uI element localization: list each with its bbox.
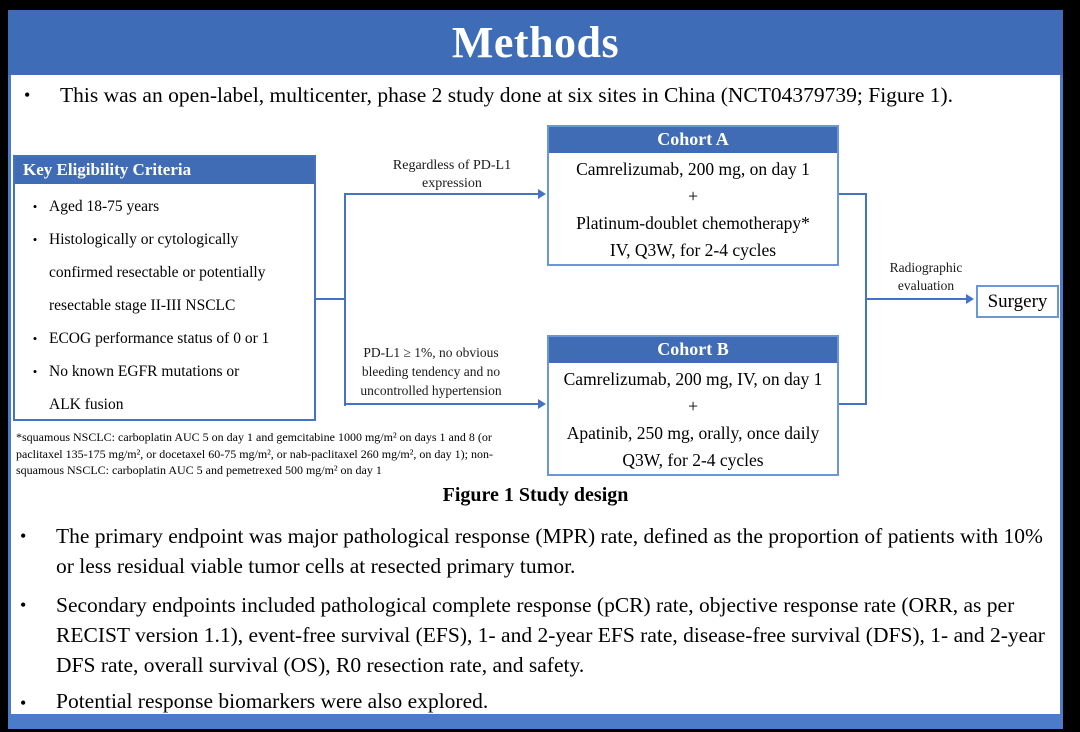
intro-bullet: • This was an open-label, multicenter, p… (24, 80, 1056, 110)
bullet-marker: • (20, 595, 27, 615)
cohort-b-line: Apatinib, 250 mg, orally, once daily (566, 423, 820, 443)
slide-title-bar: Methods (8, 10, 1063, 75)
connector-cohort-b-out (839, 403, 867, 405)
eligibility-item: • ECOG performance status of 0 or 1 (21, 322, 310, 355)
slide-bottom-bar (8, 714, 1063, 729)
cohort-b-line: Q3W, for 2-4 cycles (622, 450, 764, 470)
cohort-b-header: Cohort B (549, 337, 837, 363)
connector-cohort-a-out (839, 193, 867, 195)
eligibility-item: • Aged 18-75 years (21, 190, 310, 223)
bullet-marker: • (32, 199, 38, 214)
eligibility-header: Key Eligibility Criteria (15, 157, 314, 184)
connector-to-cohort-a (344, 193, 539, 195)
cohort-b-box: Cohort B Camrelizumab, 200 mg, IV, on da… (547, 335, 839, 476)
eligibility-item: • No known EGFR mutations or ALK fusion (21, 355, 310, 421)
eligibility-line: Aged 18-75 years (49, 198, 160, 215)
eligibility-line: confirmed resectable or potentially (49, 264, 266, 281)
cohort-b-line: Camrelizumab, 200 mg, IV, on day 1 (563, 369, 823, 389)
arrowhead-cohort-b (538, 399, 546, 409)
connector-to-cohort-b (344, 403, 539, 405)
cohort-a-line: + (688, 186, 698, 206)
arrowhead-surgery (966, 294, 974, 304)
bullet-text: The primary endpoint was major pathologi… (56, 524, 1043, 578)
connector-to-surgery (865, 298, 968, 300)
footnote-line: *squamous NSCLC: carboplatin AUC 5 on da… (16, 430, 492, 444)
bullet-marker: • (24, 85, 31, 105)
bullet-biomarkers: • Potential response biomarkers were als… (20, 688, 1052, 718)
footnote-line: squamous NSCLC: carboplatin AUC 5 and pe… (16, 463, 382, 477)
bullet-secondary-endpoints: • Secondary endpoints included pathologi… (20, 590, 1056, 680)
bullet-marker: • (32, 331, 38, 346)
connector-eligibility-out (316, 298, 346, 300)
bullet-marker: • (32, 364, 38, 379)
connector-branch-vertical (344, 194, 346, 406)
bullet-text: Potential response biomarkers were also … (56, 689, 489, 713)
label-pdl1-criteria: PD-L1 ≥ 1%, no obvious bleeding tendency… (360, 345, 502, 398)
arrowhead-cohort-a (538, 189, 546, 199)
cohort-a-line: Platinum-doublet chemotherapy* (576, 213, 810, 233)
bullet-marker: • (32, 232, 38, 247)
cohort-a-header: Cohort A (549, 127, 837, 153)
cohort-a-line: IV, Q3W, for 2-4 cycles (609, 240, 777, 260)
eligibility-line: ECOG performance status of 0 or 1 (49, 330, 270, 347)
figure-caption: Figure 1 Study design (442, 484, 629, 506)
eligibility-line: No known EGFR mutations or (49, 363, 240, 380)
eligibility-line: Histologically or cytologically (49, 231, 239, 248)
bullet-primary-endpoint: • The primary endpoint was major patholo… (20, 521, 1052, 581)
eligibility-line: ALK fusion (49, 396, 124, 413)
study-footnote: *squamous NSCLC: carboplatin AUC 5 on da… (16, 429, 556, 479)
cohort-b-line: + (688, 396, 698, 416)
cohort-a-line: Camrelizumab, 200 mg, on day 1 (576, 159, 810, 179)
cohort-a-box: Cohort A Camrelizumab, 200 mg, on day 1 … (547, 125, 839, 266)
bullet-marker: • (20, 526, 27, 546)
label-radiographic-evaluation: Radiographic evaluation (889, 260, 963, 293)
cohort-a-body: Camrelizumab, 200 mg, on day 1 + Platinu… (549, 153, 837, 264)
surgery-box: Surgery (976, 285, 1059, 318)
bullet-marker: • (20, 693, 27, 713)
bullet-text: Secondary endpoints included pathologica… (56, 593, 1045, 677)
cohort-b-body: Camrelizumab, 200 mg, IV, on day 1 + Apa… (549, 363, 837, 474)
eligibility-item: • Histologically or cytologically confir… (21, 223, 310, 322)
eligibility-box: Key Eligibility Criteria • Aged 18-75 ye… (13, 155, 316, 421)
intro-bullet-text: This was an open-label, multicenter, pha… (60, 83, 954, 107)
footnote-line: paclitaxel 135-175 mg/m², or docetaxel 6… (16, 446, 494, 461)
label-regardless-pdl1: Regardless of PD-L1 expression (392, 158, 512, 191)
page-title: Methods (451, 18, 620, 67)
eligibility-line: resectable stage II-III NSCLC (49, 297, 236, 314)
eligibility-body: • Aged 18-75 years • Histologically or c… (15, 184, 314, 421)
